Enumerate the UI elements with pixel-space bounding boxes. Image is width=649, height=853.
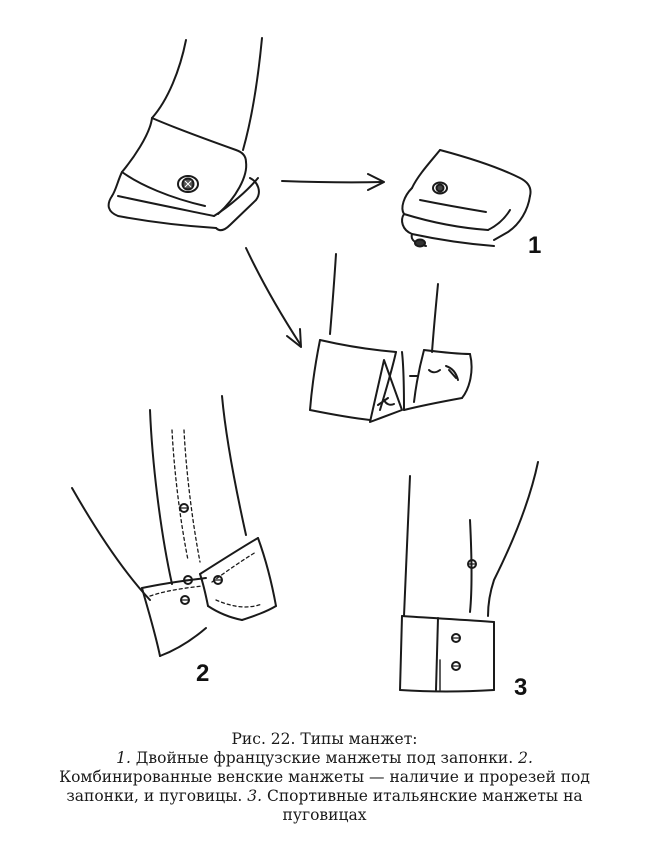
caption-item-3-number: 3. <box>247 787 263 805</box>
folded-french-cuff-drawing <box>401 149 532 248</box>
caption-item-1-number: 1. <box>116 749 131 767</box>
arrow-down <box>245 247 302 348</box>
figure-label-2: 2 <box>196 660 210 687</box>
cuff-types-illustration <box>71 37 539 693</box>
arrow-right <box>281 173 385 191</box>
viennese-cuff-buttoned-drawing <box>71 395 277 657</box>
figure-caption: Рис. 22. Типы манжет: 1. Двойные француз… <box>52 730 597 825</box>
caption-item-3-text: Спортивные итальянские манжеты на пугови… <box>262 787 583 824</box>
caption-title: Рис. 22. Типы манжет: <box>231 730 418 748</box>
caption-body: 1. Двойные французские манжеты под запон… <box>52 749 597 825</box>
caption-item-2-text: Комбинированные венские манжеты — наличи… <box>59 768 590 805</box>
figure-label-3: 3 <box>514 674 528 701</box>
caption-item-1-text: Двойные французские манжеты под запонки. <box>130 749 519 767</box>
caption-item-2-number: 2. <box>518 749 533 767</box>
viennese-cuff-open-drawing <box>309 253 473 423</box>
figure-label-1: 1 <box>528 232 542 259</box>
italian-cuff-drawing <box>399 461 539 693</box>
french-cuff-drawing <box>107 37 263 232</box>
